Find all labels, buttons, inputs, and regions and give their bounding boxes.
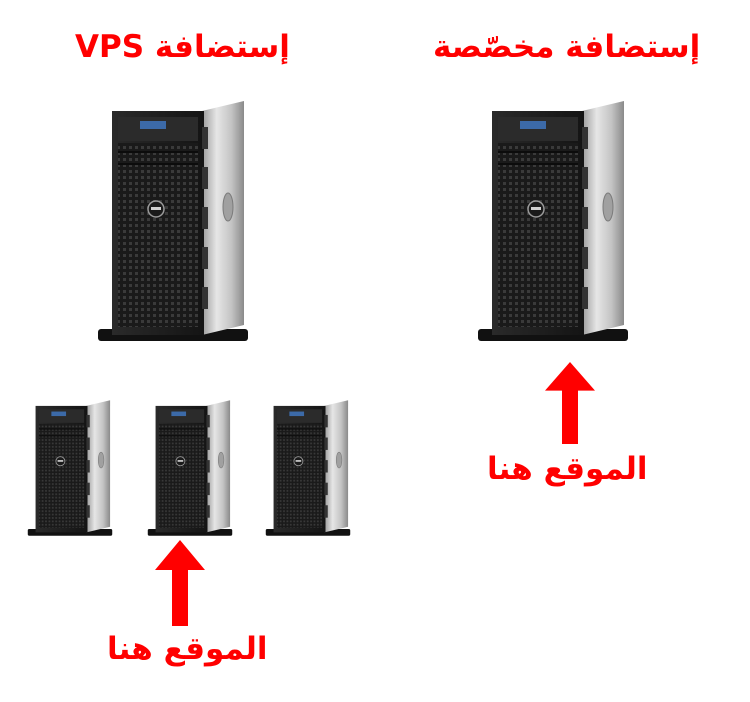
vps-virtual-server-2-icon	[138, 398, 242, 538]
dedicated-hosting-title: إستضافة مخصّصة	[433, 29, 701, 65]
dedicated-arrow-up-icon	[545, 362, 595, 444]
vps-virtual-server-3-icon	[256, 398, 360, 538]
vps-virtual-server-1-icon	[18, 398, 122, 538]
vps-site-here-label: الموقع هنا	[107, 631, 268, 667]
vps-arrow-up-icon	[155, 540, 205, 626]
vps-main-server-icon	[98, 97, 248, 345]
dedicated-site-here-label: الموقع هنا	[487, 451, 648, 487]
vps-hosting-title: إستضافة VPS	[75, 29, 290, 65]
dedicated-server-icon	[478, 97, 628, 345]
